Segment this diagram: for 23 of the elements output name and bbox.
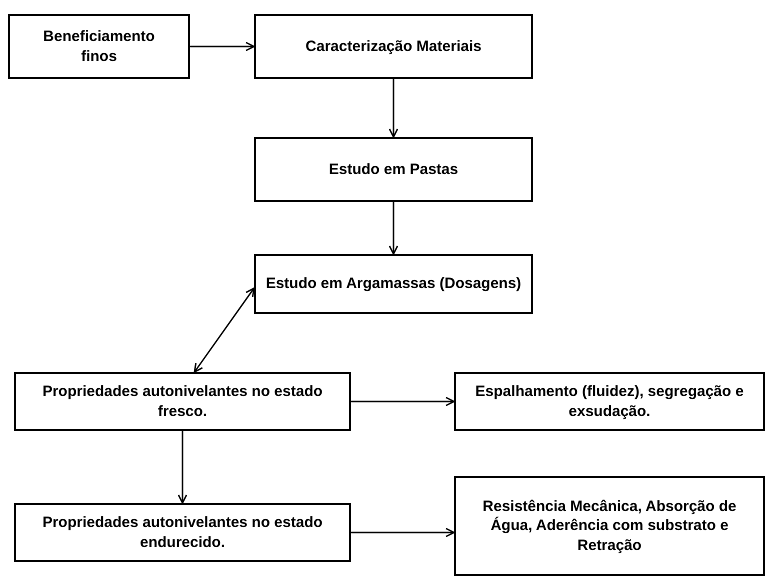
process-box (454, 372, 765, 431)
process-box (254, 137, 533, 202)
arrow (388, 79, 398, 138)
box-label: Estudo em Argamassas (Dosagens) (266, 274, 522, 294)
process-box (14, 372, 351, 431)
arrow (351, 528, 455, 538)
arrow (190, 42, 255, 52)
arrow (351, 396, 455, 406)
box-label: Propriedades autonivelantes no estado endurecido. (41, 513, 324, 552)
process-box (8, 14, 190, 79)
box-label: Resistência Mecânica, Absorção de Água, Aderência com substrato e Retração (482, 496, 738, 556)
process-box (254, 254, 533, 314)
box-label: Caracterização Materiais (306, 36, 482, 56)
arrow (388, 202, 398, 255)
arrow (194, 287, 255, 373)
process-box (14, 503, 351, 562)
box-label: Estudo em Pastas (328, 160, 458, 180)
arrow (178, 431, 188, 504)
process-box (254, 14, 533, 79)
box-label: Beneficiamento finos (42, 27, 156, 66)
process-box (454, 476, 765, 576)
box-label: Espalhamento (fluidez), segregação e exsudação. (474, 382, 745, 421)
box-label: Propriedades autonivelantes no estado fresco. (41, 382, 324, 421)
